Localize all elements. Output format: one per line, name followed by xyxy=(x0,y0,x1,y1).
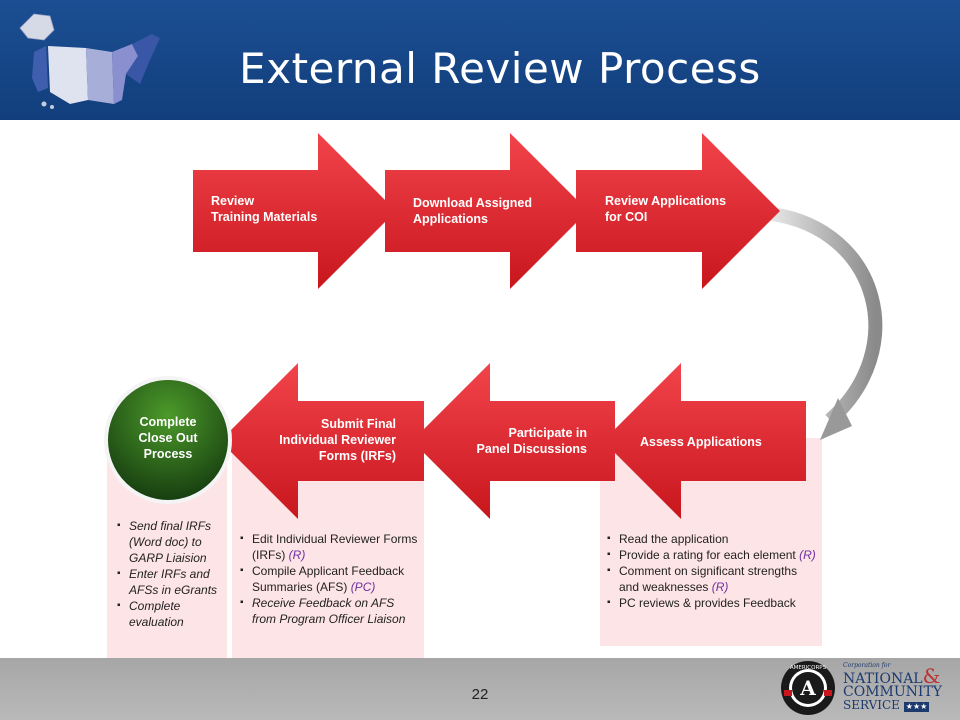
step-download-assigned-label: Download Assigned Applications xyxy=(413,196,532,226)
assess-detail-box: Read the application Provide a rating fo… xyxy=(606,531,816,611)
arrow-participate xyxy=(412,363,615,519)
connector-arrowhead xyxy=(820,398,852,440)
closeout-detail-box: Send final IRFs (Word doc) to GARP Liais… xyxy=(116,518,222,630)
logo-community: COMMUNITY xyxy=(843,684,943,700)
page-title: External Review Process xyxy=(239,44,761,93)
submit-item: Compile Applicant Feedback Summaries (AF… xyxy=(239,563,419,595)
assess-item: Read the application xyxy=(606,531,816,547)
page-number: 22 xyxy=(471,686,489,703)
step-review-training-label: Review Training Materials xyxy=(211,194,318,224)
arrow-download-assigned xyxy=(385,133,588,289)
submit-item: Receive Feedback on AFS from Program Off… xyxy=(239,595,419,627)
logo-national: NATIONAL xyxy=(843,671,923,687)
logo-line-national: NATIONAL& xyxy=(843,666,942,687)
closeout-circle xyxy=(104,376,232,504)
arrow-review-training xyxy=(193,133,396,289)
submit-detail-box: Edit Individual Reviewer Forms (IRFs) (R… xyxy=(239,531,419,627)
closeout-item: Complete evaluation xyxy=(116,598,222,630)
step-complete-close-out-label: Complete Close Out Process xyxy=(138,415,198,461)
logo-line-service: SERVICE ★★★ xyxy=(843,699,942,712)
logo-service: SERVICE xyxy=(843,698,900,712)
step-participate-label: Participate in Panel Discussions xyxy=(476,426,587,456)
assess-item: Comment on significant strengths and wea… xyxy=(606,563,816,595)
logo-stars-icon: ★★★ xyxy=(903,702,930,712)
svg-text:A: A xyxy=(799,676,816,700)
assess-item: PC reviews & provides Feedback xyxy=(606,595,816,611)
closeout-item: Send final IRFs (Word doc) to GARP Liais… xyxy=(116,518,222,566)
header-bar xyxy=(0,0,960,120)
assess-item: Provide a rating for each element (R) xyxy=(606,547,816,563)
curved-connector-arrow xyxy=(770,207,883,426)
svg-text:AMERICORPS: AMERICORPS xyxy=(790,665,827,671)
logo-small-text: Corporation for xyxy=(843,662,891,669)
arrow-review-coi xyxy=(576,133,780,289)
americorps-seal-icon: A AMERICORPS xyxy=(781,661,835,715)
logo-amp: & xyxy=(922,664,941,688)
arrow-assess xyxy=(603,363,806,519)
arrow-submit-final xyxy=(220,363,424,519)
us-map-graphic xyxy=(19,13,160,109)
step-submit-final-label: Submit Final Individual Reviewer Forms (… xyxy=(279,417,396,463)
step-assess-label: Assess Applications xyxy=(640,435,762,449)
submit-item: Edit Individual Reviewer Forms (IRFs) (R… xyxy=(239,531,419,563)
closeout-item: Enter IRFs and AFSs in eGrants xyxy=(116,566,222,598)
cncs-logo: Corporation for NATIONAL& COMMUNITY SERV… xyxy=(843,662,942,712)
step-review-coi-label: Review Applications for COI xyxy=(605,194,727,224)
